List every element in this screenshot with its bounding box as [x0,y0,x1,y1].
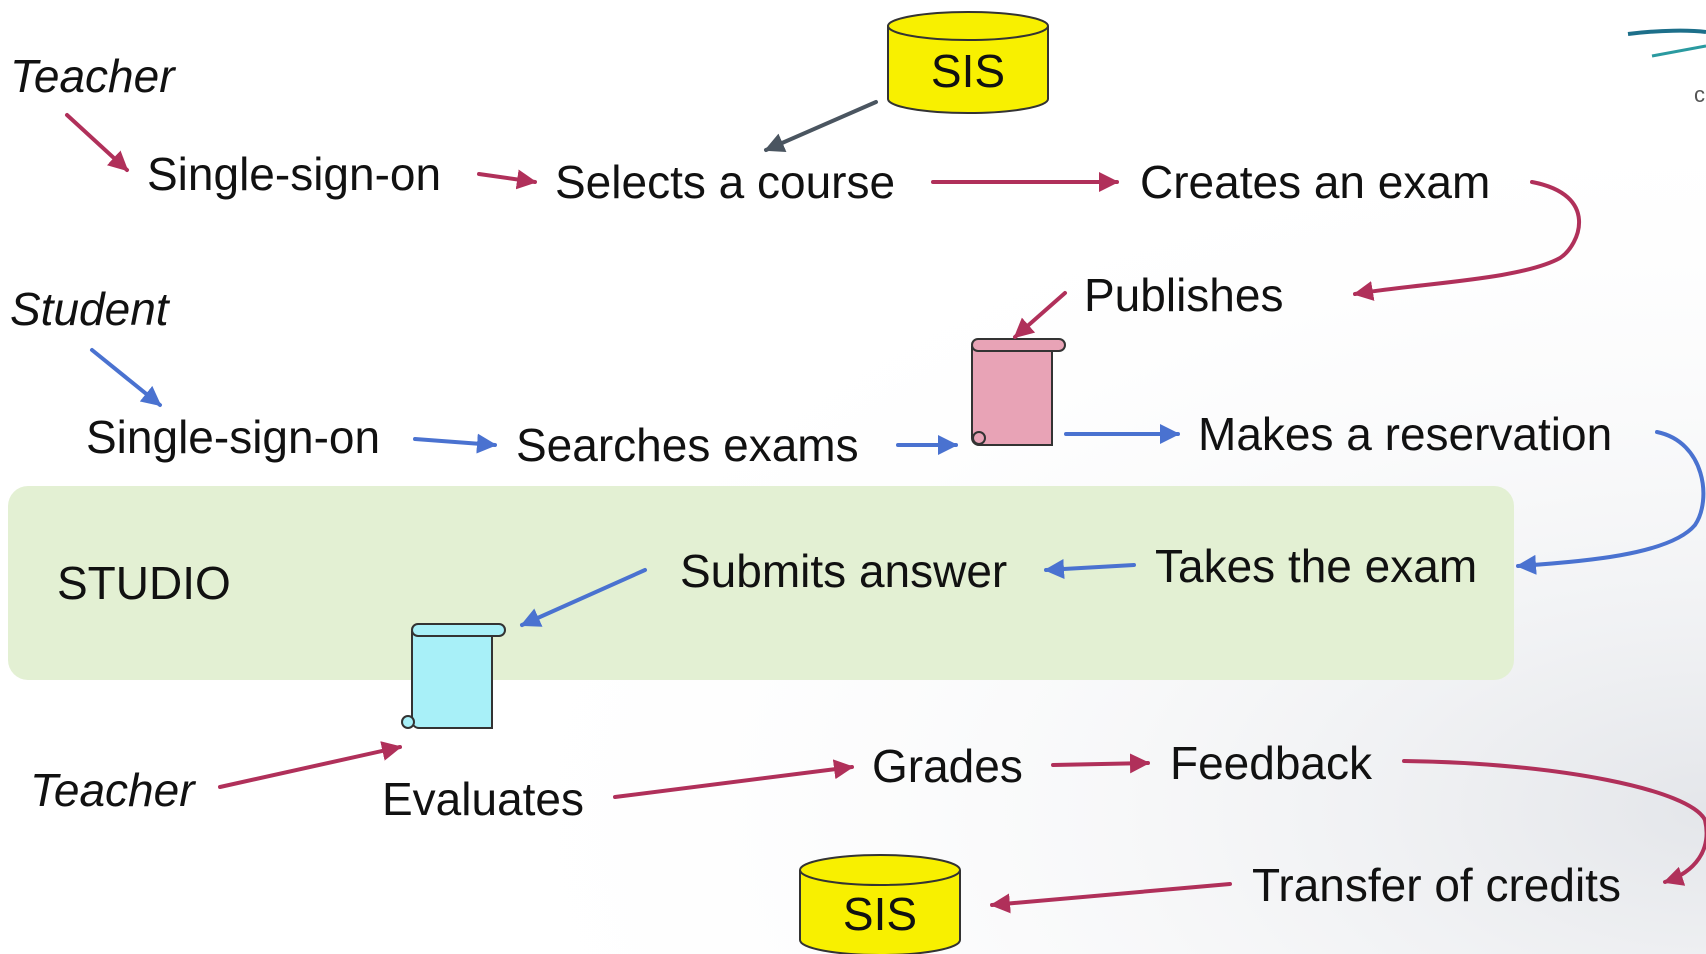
svg-text:c: c [1694,82,1705,107]
arrow-reservation-to-takes [1516,430,1706,575]
sis-label-top: SIS [931,45,1005,97]
arrow-student-to-sso [90,348,162,407]
sis-database-icon [887,11,1049,114]
step-searches-exams: Searches exams [516,419,859,471]
arrow-takes-to-submits [1044,558,1136,579]
step-transfer-credits: Transfer of credits [1252,859,1621,911]
arrow-grades-to-feedback [1051,753,1150,774]
arrow-submits-to-scroll [520,568,647,627]
arrow-teacher-to-sso [65,113,129,172]
step-takes-exam: Takes the exam [1155,540,1477,592]
step-publishes: Publishes [1084,269,1283,321]
step-feedback: Feedback [1170,737,1373,789]
step-creates-exam: Creates an exam [1140,156,1490,208]
step-makes-reservation: Makes a reservation [1198,408,1612,460]
arrow-publishes-to-scroll [1013,291,1067,339]
arrow-transfer-to-sis [990,882,1232,914]
step-teacher-sso: Single-sign-on [147,148,441,200]
role-teacher-bottom: Teacher [30,764,196,816]
arrow-feedback-to-transfer [1402,759,1706,886]
step-evaluates: Evaluates [382,773,584,825]
studio-label: STUDIO [57,557,231,609]
sis-database-icon [799,854,961,954]
arrow-sis-to-course [764,100,878,152]
arrow-evaluates-to-grades [613,759,854,799]
arrow-sso-to-course [477,169,537,190]
step-submits-answer: Submits answer [680,545,1007,597]
sis-label-bottom: SIS [843,888,917,940]
step-grades: Grades [872,740,1023,792]
role-teacher-top: Teacher [10,50,176,102]
scroll-document-icon [401,623,506,729]
step-student-sso: Single-sign-on [86,411,380,463]
arrow-exam-to-publishes [1353,180,1582,301]
step-selects-course: Selects a course [555,156,895,208]
scroll-document-icon [971,338,1066,446]
arrow-sso-to-search [413,433,497,454]
arrow-teacher-to-evaluates [218,741,402,789]
partial-logo-icon: c [1627,28,1706,107]
studio-band [8,486,1514,680]
role-student: Student [10,283,171,335]
